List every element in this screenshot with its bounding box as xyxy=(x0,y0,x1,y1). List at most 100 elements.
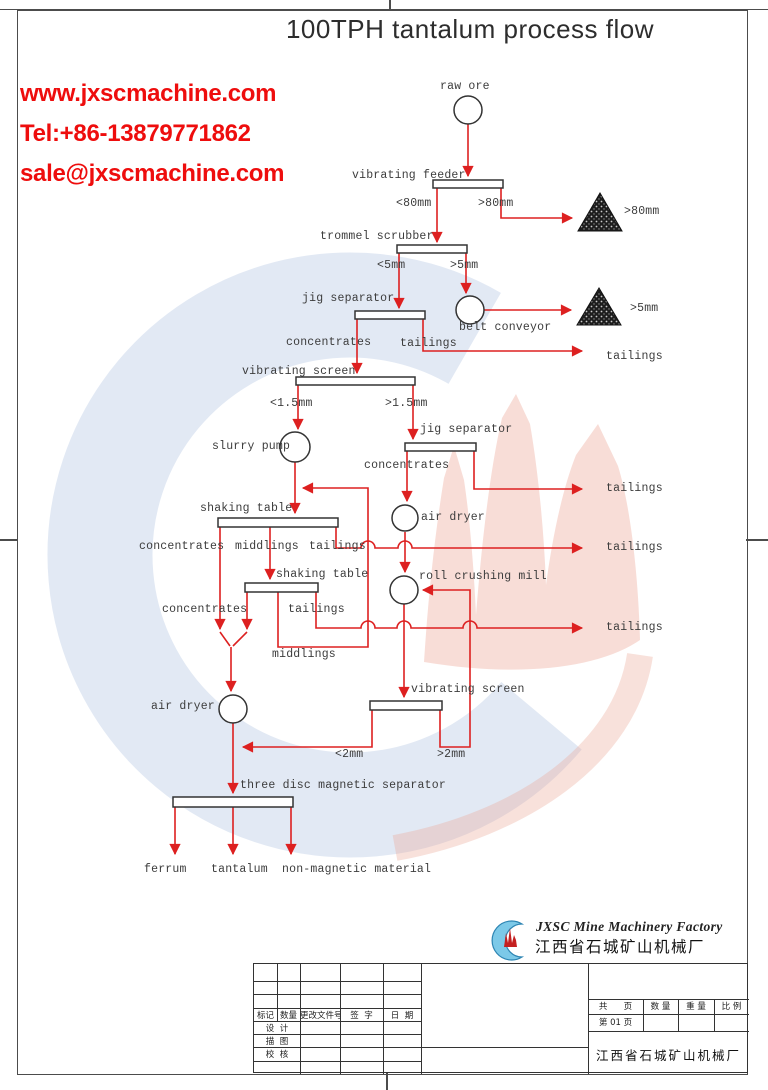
node-label-vibrating-screen-2: vibrating screen xyxy=(411,683,525,696)
node-label-air-dryer-1: air dryer xyxy=(421,511,485,524)
bar-vibrating-screen-1 xyxy=(295,376,416,386)
equipment-circles xyxy=(218,95,485,724)
stream-label-concentrates-3: concentrates xyxy=(139,540,225,553)
output-label-tailings-1: tailings xyxy=(606,350,663,363)
node-circle-belt-conveyor xyxy=(455,295,485,325)
grid-line xyxy=(383,964,384,1074)
grid-line xyxy=(421,964,422,1074)
grid-line xyxy=(588,999,749,1000)
tb-label-quantity: 数 量 xyxy=(650,1002,671,1012)
node-label-shaking-table-2: shaking table xyxy=(276,568,369,581)
grid-line xyxy=(714,999,715,1031)
bar-trommel-scrubber xyxy=(396,244,468,254)
node-label-trommel-scrubber: trommel scrubber xyxy=(320,230,434,243)
website-link[interactable]: www.jxscmachine.com xyxy=(20,80,277,107)
grid-line xyxy=(254,1034,421,1035)
edge-middlings-return xyxy=(277,482,369,648)
output-label-tailings-2: tailings xyxy=(606,482,663,495)
size-label-gt5mm: >5mm xyxy=(450,259,479,272)
contact-block: www.jxscmachine.com Tel:+86-13879771862 … xyxy=(20,74,285,194)
watermark-crescent xyxy=(47,252,653,858)
stockpile-triangles xyxy=(576,192,623,326)
grid-line xyxy=(340,964,341,1074)
node-label-air-dryer-2: air dryer xyxy=(151,700,215,713)
bar-vibrating-screen-2 xyxy=(369,700,443,711)
center-tick-bottom xyxy=(386,1072,388,1090)
stockpile-triangle-gt80mm xyxy=(577,192,623,232)
output-label-non-magnetic-material: non-magnetic material xyxy=(282,863,432,876)
grid-line xyxy=(254,994,421,995)
output-label-tantalum: tantalum xyxy=(211,863,268,876)
grid-line xyxy=(588,964,589,1074)
node-label-shaking-table-1: shaking table xyxy=(200,502,293,515)
bar-shaking-table-1 xyxy=(217,517,339,528)
grid-line xyxy=(588,1031,749,1032)
stockpile-label-gt5mm: >5mm xyxy=(630,302,659,315)
tb-label-tracing: 描 图 xyxy=(265,1037,289,1047)
bar-jig-separator-2 xyxy=(404,442,477,452)
equipment-bars xyxy=(172,179,504,808)
node-label-three-disc-magnetic-separator: three disc magnetic separator xyxy=(240,779,446,792)
node-label-vibrating-screen-1: vibrating screen xyxy=(242,365,356,378)
stream-label-concentrates-1: concentrates xyxy=(286,336,372,349)
center-tick-left xyxy=(0,539,17,541)
page-border xyxy=(17,10,748,1075)
node-circle-raw-ore xyxy=(453,95,483,125)
edge-concentrates-merge xyxy=(219,631,248,647)
node-circle-slurry-pump xyxy=(279,431,311,463)
size-label-lt2mm: <2mm xyxy=(335,748,364,761)
node-label-vibrating-feeder: vibrating feeder xyxy=(352,169,466,182)
grid-line xyxy=(643,999,644,1031)
size-label-gt2mm: >2mm xyxy=(437,748,466,761)
node-label-jig-separator-2: jig separator xyxy=(420,423,513,436)
grid-line xyxy=(254,1047,588,1048)
top-border-line xyxy=(0,9,768,10)
grid-line xyxy=(254,1061,421,1062)
node-circle-air-dryer-2 xyxy=(218,694,248,724)
node-circle-air-dryer-1 xyxy=(391,504,419,532)
tb-label-change-doc-no: 更改文件号 xyxy=(300,1011,340,1021)
edge-jig2-tailings xyxy=(473,451,584,495)
grid-line xyxy=(300,964,301,1074)
bar-vibrating-feeder xyxy=(432,179,504,189)
center-tick-top xyxy=(389,0,391,10)
node-label-belt-conveyor: belt conveyor xyxy=(459,321,552,334)
tb-label-design: 设 计 xyxy=(265,1024,289,1034)
size-label-gt1-5mm: >1.5mm xyxy=(385,397,428,410)
node-label-raw-ore: raw ore xyxy=(440,80,490,93)
tb-label-qty: 数量 xyxy=(279,1011,297,1021)
node-circle-roll-crushing-mill xyxy=(389,575,419,605)
tb-label-date: 日 期 xyxy=(390,1011,414,1021)
jxsc-logo-icon xyxy=(491,920,525,961)
grid-line xyxy=(588,1014,749,1015)
tb-company-name: 江西省石城矿山机械厂 xyxy=(595,1048,741,1063)
stream-label-middlings-2: middlings xyxy=(272,648,336,661)
tb-label-total-pages: 共 页 xyxy=(598,1002,633,1012)
edge-jig1-tailings xyxy=(422,319,584,357)
grid-line xyxy=(678,999,679,1031)
output-label-tailings-4: tailings xyxy=(606,621,663,634)
tb-label-scale: 比 例 xyxy=(721,1002,742,1012)
grid-line xyxy=(254,1008,421,1009)
bar-three-disc-magnetic-separator xyxy=(172,796,294,808)
flow-lines xyxy=(169,124,584,856)
email-address[interactable]: sale@jxscmachine.com xyxy=(20,160,285,187)
tb-label-check: 校 核 xyxy=(265,1050,289,1060)
grid-line xyxy=(254,1021,421,1022)
stockpile-triangle-gt5mm xyxy=(576,287,622,326)
tb-label-signature: 签 字 xyxy=(350,1011,373,1021)
tb-label-mark: 标记 xyxy=(256,1011,274,1021)
size-label-gt80mm: >80mm xyxy=(478,197,514,210)
watermark-swoosh xyxy=(392,652,653,861)
logo-text-cn: 江西省石城矿山机械厂 xyxy=(535,938,706,956)
output-label-tailings-3: tailings xyxy=(606,541,663,554)
output-label-ferrum: ferrum xyxy=(144,863,187,876)
logo-text-en: JXSC Mine Machinery Factory xyxy=(536,919,723,934)
stream-label-tailings-st1: tailings xyxy=(309,540,366,553)
edge-st2-tailings xyxy=(315,592,584,634)
size-label-lt5mm: <5mm xyxy=(377,259,406,272)
stream-label-tailings-jig1: tailings xyxy=(400,337,457,350)
stream-label-middlings-1: middlings xyxy=(235,540,299,553)
